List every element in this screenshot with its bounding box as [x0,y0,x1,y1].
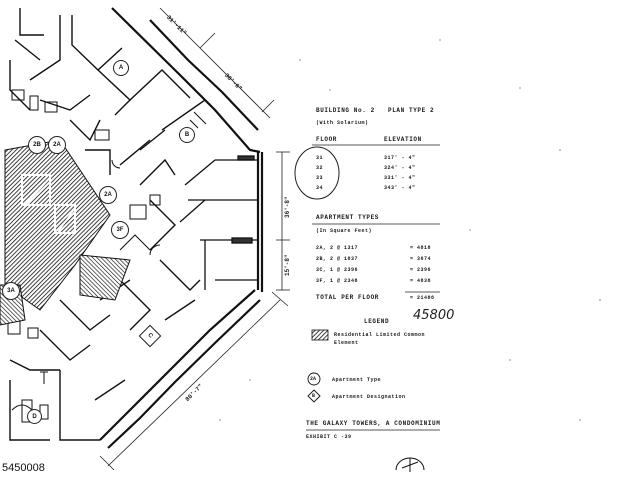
elevation-row: 317' - 4" [384,155,416,161]
apartment-type-value: = 4838 [410,278,432,284]
apartment-type-row: 2B, 2 @ 1837 [316,256,359,262]
apartment-type-value: = 2396 [410,267,432,273]
type-label-3f: 3F [111,221,129,239]
legend-designation-symbol [307,389,321,403]
total-per-floor-label: TOTAL PER FLOOR [316,294,380,301]
dimension-label-right-upper: 36'-8" [284,196,291,218]
interior-walls [9,8,206,441]
apartment-type-row: 2A, 2 @ 1317 [316,245,359,251]
handwritten-note: 45800 [413,308,455,323]
total-per-floor-value: = 21486 [410,295,435,301]
legend-common-element-label: Residential Limited Common Element [334,332,426,346]
elevation-header: ELEVATION [384,136,422,143]
legend-title: LEGEND [364,318,390,325]
building-title: BUILDING No. 2 [316,107,375,114]
apartment-label-a: A [113,60,129,76]
footer-exhibit: EXHIBIT C -39 [306,434,352,440]
floor-row: 33 [316,175,324,181]
elevation-row: 343' - 4" [384,185,416,191]
legend-apartment-designation-label: Apartment Designation [332,394,406,400]
apartment-type-value: = 3674 [410,256,432,262]
apartment-label-b: B [179,127,195,143]
listing-id: 5450008 [2,462,45,474]
legend-type-symbol [307,372,321,386]
floor-row: 34 [316,185,324,191]
building-subtitle: (With Solarium) [316,120,369,126]
elevation-row: 331' - 4" [384,175,416,181]
legend-designation-symbol-text: B [312,393,316,399]
solarium-bays [179,155,258,290]
north-arrow-icon [395,457,425,472]
table-rules [306,144,440,431]
handwritten-circle [294,146,340,200]
type-label-2b: 2B [28,136,46,154]
legend-type-symbol-text: 2A [310,376,317,382]
apartment-type-row: 3C, 1 @ 2396 [316,267,359,273]
type-label-2a: 2A [99,186,117,204]
fixtures [7,89,207,423]
elevation-row: 324' - 4" [384,165,416,171]
type-label-3a: 3A [2,282,20,300]
legend-apartment-type-label: Apartment Type [332,377,382,383]
floor-row: 31 [316,155,324,161]
plan-type: PLAN TYPE 2 [388,107,435,114]
dimension-label-right-lower: 15'-8" [284,254,291,276]
floor-row: 32 [316,165,324,171]
scan-noise [219,39,601,471]
dimension-lines [99,7,290,471]
apartment-types-header: APARTMENT TYPES [316,214,380,221]
apartment-label-d: D [27,409,42,424]
apartment-type-value: = 4818 [410,245,432,251]
floor-header: FLOOR [316,136,338,143]
footer-title: THE GALAXY TOWERS, A CONDOMINIUM [306,420,441,427]
apartment-type-row: 3F, 1 @ 2348 [316,278,359,284]
legend-hatch-swatch [311,329,329,341]
type-label-2a-top: 2A [48,136,66,154]
exterior-walls [99,7,264,449]
apartment-types-subheader: (In Square Feet) [316,228,373,234]
